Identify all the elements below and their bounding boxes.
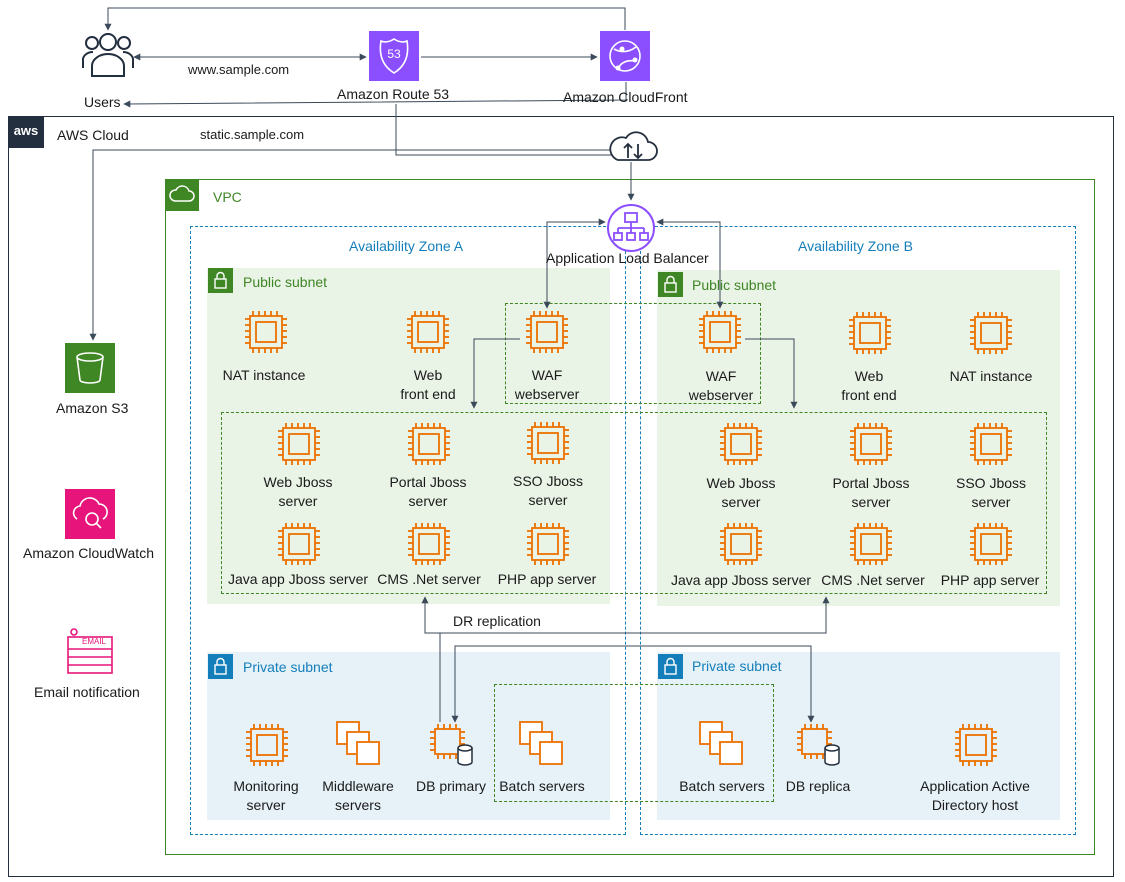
- private-subnet-a-title: Private subnet: [243, 659, 333, 675]
- web-front-end-b-label: Web front end: [841, 368, 897, 403]
- az-a-title: Availability Zone A: [349, 238, 464, 254]
- route53-label: Amazon Route 53: [337, 86, 450, 102]
- cloudfront-icon: [600, 31, 650, 81]
- web-jboss-a-label: Web Jboss server: [263, 474, 333, 509]
- web-jboss-a-ec2-icon: [276, 421, 322, 472]
- route53-icon: 53: [369, 31, 419, 81]
- db-primary-db-icon: [428, 722, 476, 773]
- ad-host-ec2-icon: [953, 722, 999, 773]
- alb-label: Application Load Balancer: [546, 250, 709, 266]
- vpc-group: [165, 179, 1095, 855]
- public-subnet-b-lock-icon: [658, 272, 683, 297]
- monitoring-server-ec2-icon: [244, 722, 290, 773]
- batch-servers-b-label: Batch servers: [679, 778, 765, 794]
- ad-host-label: Application Active Directory host: [920, 778, 1030, 813]
- availability-zone-a: [190, 226, 626, 835]
- waf-webserver-b-label: WAF webserver: [688, 368, 754, 403]
- cloudwatch-icon: [65, 489, 115, 539]
- s3-label: Amazon S3: [56, 400, 129, 416]
- portal-jboss-a-ec2-icon: [406, 421, 452, 472]
- sso-jboss-b-label: SSO Jboss server: [955, 475, 1027, 510]
- users-label: Users: [84, 94, 121, 110]
- nat-instance-b-ec2-icon: [968, 310, 1014, 361]
- cloudfront-label: Amazon CloudFront: [563, 89, 688, 105]
- web-front-end-b-ec2-icon: [847, 310, 893, 361]
- app-servers-group: [221, 412, 1047, 594]
- portal-jboss-b-label: Portal Jboss server: [832, 475, 910, 510]
- sso-jboss-b-ec2-icon: [968, 421, 1014, 472]
- cms-net-a-label: CMS .Net server: [377, 571, 481, 587]
- az-b-title: Availability Zone B: [798, 238, 913, 254]
- public-subnet-a-lock-icon: [208, 268, 233, 293]
- vpc-cloud-icon: [165, 179, 199, 211]
- db-primary-label: DB primary: [415, 778, 486, 794]
- s3-icon: [65, 343, 115, 393]
- web-front-end-a-ec2-icon: [405, 309, 451, 360]
- web-jboss-b-ec2-icon: [718, 421, 764, 472]
- php-app-b-label: PHP app server: [940, 572, 1040, 588]
- batch-servers-a-instances-icon: [518, 720, 566, 773]
- db-replica-db-icon: [795, 722, 843, 773]
- batch-servers-b-instances-icon: [698, 720, 746, 773]
- batch-group: [494, 684, 774, 802]
- nat-instance-a-label: NAT instance: [222, 367, 306, 383]
- private-subnet-b-title: Private subnet: [692, 658, 782, 674]
- private-subnet-b-lock-icon: [658, 654, 683, 679]
- monitoring-server-label: Monitoring server: [233, 778, 299, 813]
- users-icon: [82, 33, 134, 77]
- java-jboss-a-label: Java app Jboss server: [227, 571, 369, 587]
- cms-net-b-label: CMS .Net server: [821, 572, 925, 588]
- aws-logo-icon: aws: [8, 116, 44, 148]
- sso-jboss-a-ec2-icon: [525, 420, 571, 471]
- middleware-servers-label: Middleware servers: [322, 778, 394, 813]
- public-subnet-a: [207, 268, 610, 604]
- email-notification-label: Email notification: [34, 684, 140, 700]
- java-jboss-b-ec2-icon: [718, 521, 764, 572]
- middleware-servers-instances-icon: [335, 720, 383, 773]
- php-app-a-label: PHP app server: [497, 571, 597, 587]
- php-app-b-ec2-icon: [968, 521, 1014, 572]
- public-subnet-b-title: Public subnet: [692, 277, 777, 293]
- db-replica-label: DB replica: [785, 778, 851, 794]
- cms-net-b-ec2-icon: [848, 521, 894, 572]
- aws-cloud-title: AWS Cloud: [57, 127, 129, 143]
- php-app-a-ec2-icon: [525, 521, 571, 572]
- java-jboss-b-label: Java app Jboss server: [670, 572, 812, 588]
- availability-zone-b: [640, 226, 1076, 835]
- cloudwatch-label: Amazon CloudWatch: [23, 545, 154, 561]
- application-load-balancer-icon: [607, 204, 655, 252]
- waf-webserver-a-ec2-icon: [524, 309, 570, 360]
- waf-group: [505, 303, 761, 404]
- nat-instance-b-label: NAT instance: [949, 368, 1033, 384]
- portal-jboss-b-ec2-icon: [848, 421, 894, 472]
- nat-instance-a-ec2-icon: [243, 309, 289, 360]
- public-subnet-a-title: Public subnet: [243, 274, 328, 290]
- internet-gateway-icon: [609, 131, 658, 161]
- waf-webserver-b-ec2-icon: [697, 309, 743, 360]
- sso-jboss-a-label: SSO Jboss server: [512, 473, 584, 508]
- portal-jboss-a-label: Portal Jboss server: [389, 474, 467, 509]
- cms-net-a-ec2-icon: [406, 521, 452, 572]
- waf-webserver-a-label: WAF webserver: [514, 367, 580, 402]
- domain-label: www.sample.com: [188, 62, 290, 77]
- batch-servers-a-label: Batch servers: [499, 778, 585, 794]
- vpc-title: VPC: [213, 189, 242, 205]
- static-domain-label: static.sample.com: [200, 127, 305, 142]
- web-front-end-a-label: Web front end: [400, 367, 456, 402]
- email-notification-icon: EMAIL: [66, 627, 114, 675]
- dr-replication-label: DR replication: [453, 613, 541, 629]
- java-jboss-a-ec2-icon: [276, 521, 322, 572]
- web-jboss-b-label: Web Jboss server: [706, 475, 776, 510]
- private-subnet-a-lock-icon: [208, 654, 233, 679]
- aws-cloud-group: [8, 116, 1114, 877]
